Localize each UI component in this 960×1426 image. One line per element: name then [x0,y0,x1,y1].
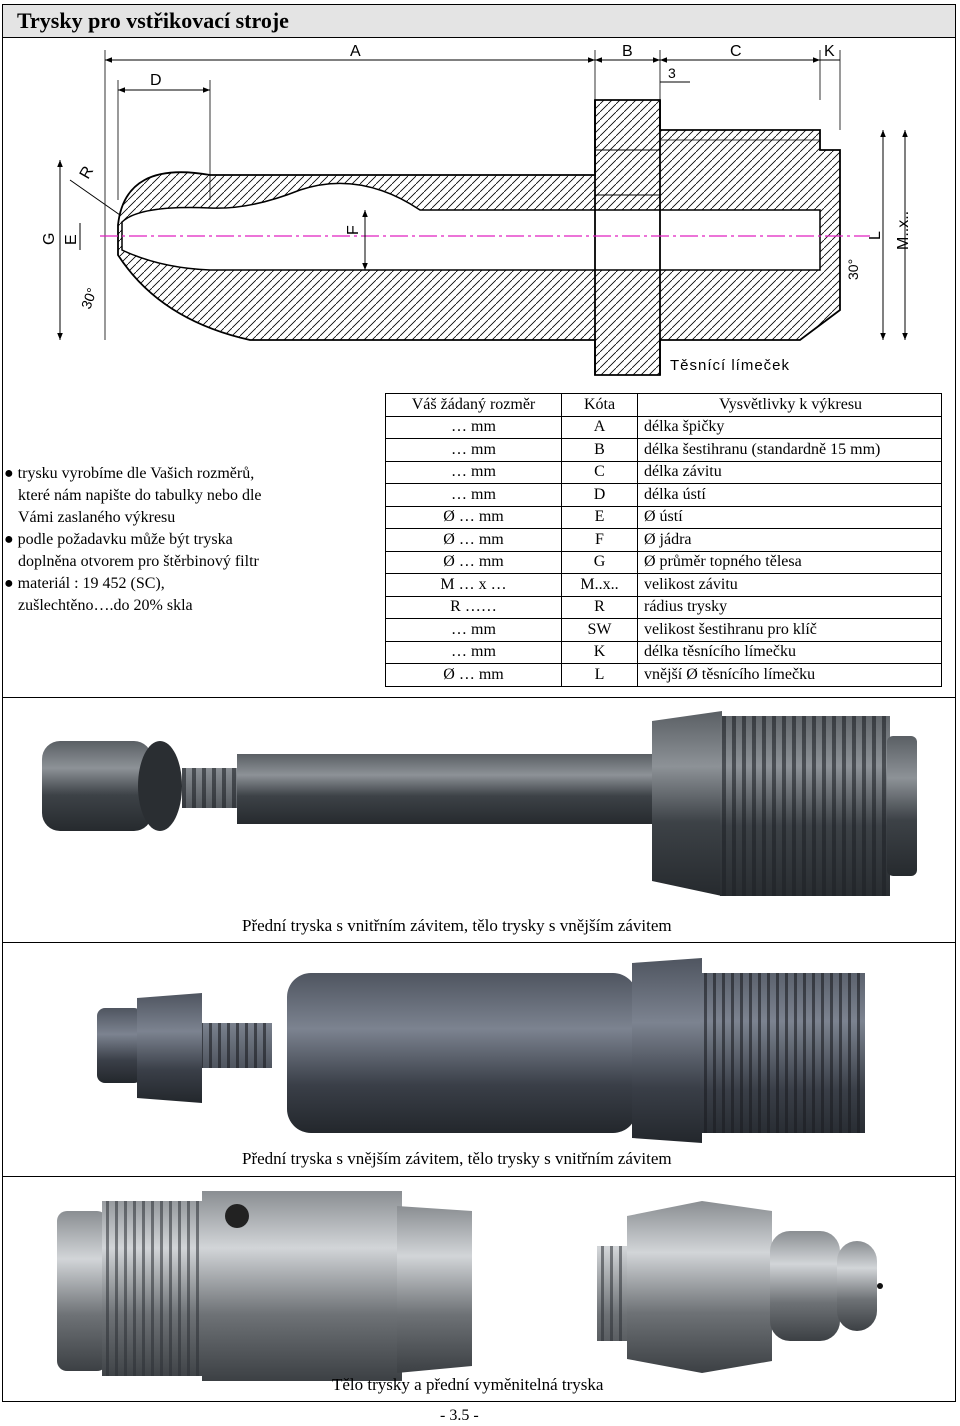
feature-line: Vámi zaslaného výkresu [18,509,176,526]
dimension-description-cell: délka šestihranu (standardně 15 mm) [637,438,942,462]
dimension-code-cell: L [561,663,638,687]
dimension-description-cell: Ø jádra [637,528,942,552]
dimension-description-cell: Ø průměr topného tělesa [637,550,942,574]
dimension-description-cell: velikost závitu [637,573,942,597]
title-bar: Trysky pro vstřikovací stroje [2,4,956,38]
photo-caption-2: Přední tryska s vnějším závitem, tělo tr… [242,1149,672,1168]
photo-section-1: Přední tryska s vnitřním závitem, tělo t… [2,697,956,941]
feature-line: které nám napište do tabulky nebo dle [18,487,262,504]
feature-line: ● trysku vyrobíme dle Vašich rozměrů, [4,465,255,482]
dim-label-3: 3 [668,65,676,81]
dimension-description-cell: velikost šestihranu pro klíč [637,618,942,642]
dimension-code-cell: B [561,438,638,462]
feature-line: doplněna otvorem pro štěrbinový filtr [18,553,259,570]
dim-label-c: C [730,43,742,60]
nozzle-photo-1 [42,711,917,896]
angle-label-left: 30° [78,286,100,311]
page-number: - 3.5 - [440,1407,479,1424]
dimension-description-cell: délka ústí [637,483,942,507]
dim-label-g: G [41,233,58,245]
dimension-value-cell[interactable]: Ø … mm [385,528,562,552]
dimension-code-cell: M..x.. [561,573,638,597]
dimension-value-cell[interactable]: Ø … mm [385,505,562,529]
table-header-row: Váš žádaný rozměr Kóta Vysvětlivky k výk… [385,393,942,417]
feature-line: zušlechtěno….do 20% skla [18,597,193,614]
dim-label-l: L [867,231,884,240]
dimension-description-cell: délka těsnícího límečku [637,640,942,664]
dimension-value-cell[interactable]: … mm [385,483,562,507]
dimension-code-cell: K [561,640,638,664]
col-header: Váš žádaný rozměr [385,393,562,417]
dimension-code-cell: R [561,595,638,619]
dimension-description-cell: délka špičky [637,415,942,439]
dimension-code-cell: D [561,483,638,507]
dim-label-k: K [824,43,835,60]
dimension-code-cell: SW [561,618,638,642]
feature-list: ● trysku vyrobíme dle Vašich rozměrů, kt… [4,463,374,617]
dim-label-e: E [63,234,80,245]
dimension-value-cell[interactable]: Ø … mm [385,550,562,574]
dimension-code-cell: A [561,415,638,439]
dimension-code-cell: E [561,505,638,529]
col-header: Vysvětlivky k výkresu [637,393,942,417]
dimension-description-cell: rádius trysky [637,595,942,619]
photo-section-3: Tělo trysky a přední vyměnitelná tryska [2,1176,956,1403]
nozzle-photo-3 [57,1191,883,1381]
dimension-value-cell[interactable]: … mm [385,640,562,664]
dimension-code-cell: F [561,528,638,552]
dim-label-r: R [77,163,98,182]
photo-caption-3: Tělo trysky a přední vyměnitelná tryska [332,1375,604,1394]
technical-drawing: A B C K D 3 G E F L M..x.. R 30° 30° Těs… [41,43,912,376]
dimension-value-cell[interactable]: … mm [385,415,562,439]
table-row: M … x …M..x..velikost závitu [385,573,942,597]
dim-label-d: D [150,72,162,89]
photo-section-2: Přední tryska s vnějším závitem, tělo tr… [2,942,956,1175]
dimension-code-cell: C [561,460,638,484]
dim-label-b: B [622,43,633,60]
dimension-value-cell[interactable]: … mm [385,460,562,484]
feature-line: ● podle požadavku může být tryska [4,531,233,548]
seal-label: Těsnící límeček [670,357,790,374]
dimension-description-cell: vnější Ø těsnícího límečku [637,663,942,687]
photo-caption-1: Přední tryska s vnitřním závitem, tělo t… [242,916,672,935]
dim-label-a: A [350,43,361,60]
dimension-value-cell[interactable]: M … x … [385,573,562,597]
feature-line: ● materiál : 19 452 (SC), [4,575,165,592]
dimension-value-cell[interactable]: Ø … mm [385,663,562,687]
dimension-value-cell[interactable]: … mm [385,438,562,462]
page-title: Trysky pro vstřikovací stroje [17,8,289,33]
dimension-description-cell: Ø ústí [637,505,942,529]
angle-label-right: 30° [845,259,861,280]
col-header: Kóta [561,393,638,417]
dimension-description-cell: délka závitu [637,460,942,484]
nozzle-photo-2 [97,958,865,1143]
dim-label-f: F [345,225,362,235]
dimension-table: Váš žádaný rozměr Kóta Vysvětlivky k výk… [385,393,942,687]
dimension-value-cell[interactable]: R …… [385,595,562,619]
dim-label-m: M..x.. [895,211,912,250]
dimension-value-cell[interactable]: … mm [385,618,562,642]
dimension-code-cell: G [561,550,638,574]
